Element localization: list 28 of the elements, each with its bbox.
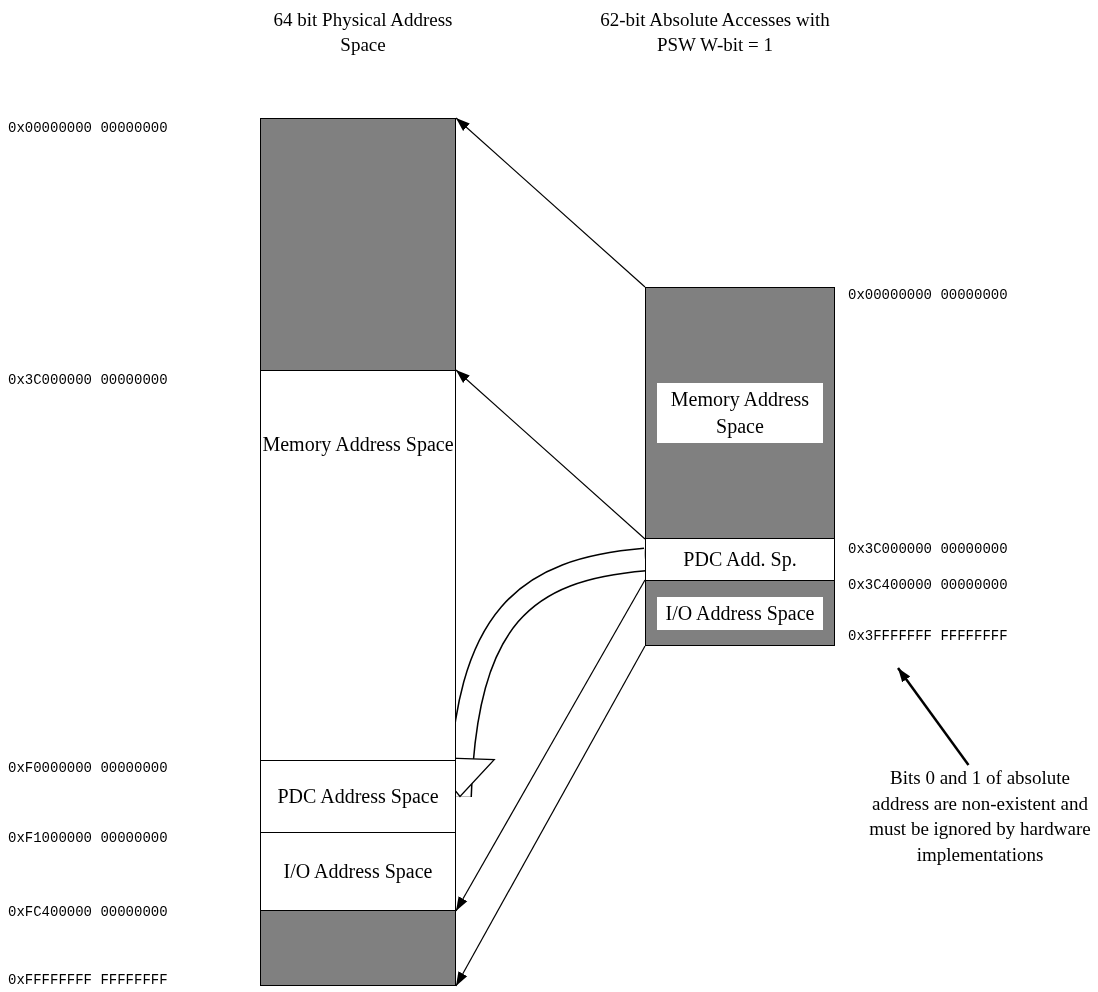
address-label: 0x00000000 00000000 bbox=[8, 120, 168, 136]
region-label: I/O Address Space bbox=[657, 596, 823, 630]
address-region: PDC Address Space bbox=[260, 760, 456, 833]
address-label: 0xFFFFFFFF FFFFFFFF bbox=[8, 972, 168, 988]
address-label: 0xF0000000 00000000 bbox=[8, 760, 168, 776]
region-label: Memory Address Space bbox=[657, 383, 823, 443]
address-region: Memory Address Space bbox=[260, 370, 456, 761]
shaded-region bbox=[260, 118, 456, 371]
arrow bbox=[455, 645, 646, 987]
column-heading: 62-bit Absolute Accesses with PSW W-bit = 1 bbox=[599, 8, 831, 57]
column-heading: 64 bit Physical Address Space bbox=[272, 8, 454, 57]
address-region bbox=[645, 287, 835, 539]
address-region bbox=[645, 580, 835, 646]
address-label: 0x3FFFFFFF FFFFFFFF bbox=[848, 628, 1008, 644]
address-label: 0x3C400000 00000000 bbox=[848, 577, 1008, 593]
arrow bbox=[455, 117, 646, 288]
shaded-region bbox=[260, 910, 456, 986]
address-label: 0x3C000000 00000000 bbox=[848, 541, 1008, 557]
address-label: 0xF1000000 00000000 bbox=[8, 830, 168, 846]
address-region: I/O Address Space bbox=[260, 832, 456, 911]
address-label: 0x00000000 00000000 bbox=[848, 287, 1008, 303]
address-label: 0xFC400000 00000000 bbox=[8, 904, 168, 920]
arrow bbox=[455, 369, 646, 540]
leader-line bbox=[897, 667, 970, 766]
note-text: Bits 0 and 1 of absolute address are non-existent and must be ignored by hardware implementations bbox=[865, 765, 1095, 955]
arrow bbox=[455, 579, 646, 912]
address-label: 0x3C000000 00000000 bbox=[8, 372, 168, 388]
address-region: PDC Add. Sp. bbox=[645, 538, 835, 581]
